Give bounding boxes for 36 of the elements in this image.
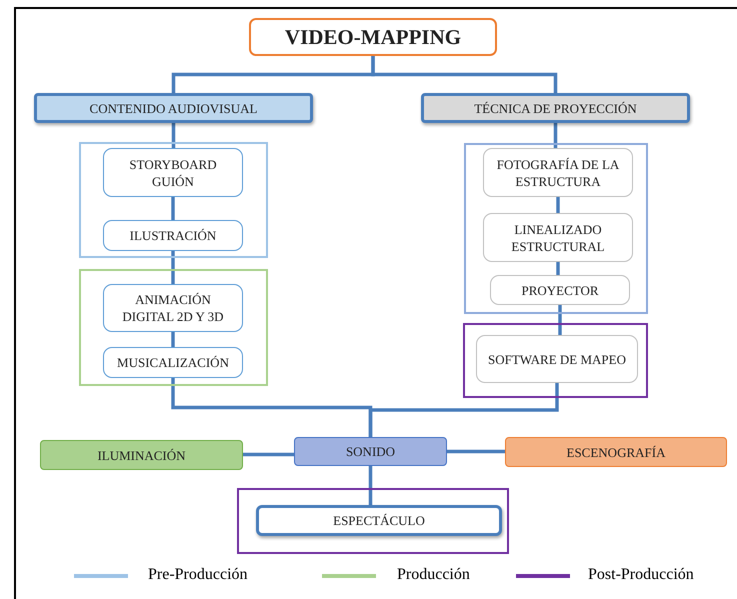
phase-frame <box>463 323 648 398</box>
connector-line <box>171 332 175 347</box>
connector-line <box>556 197 560 213</box>
legend-label: Pre-Producción <box>148 566 248 584</box>
process-box: PROYECTOR <box>490 275 630 305</box>
process-box: SOFTWARE DE MAPEO <box>476 335 638 383</box>
connector-line <box>368 466 372 505</box>
process-box: ANIMACIÓN DIGITAL 2D Y 3D <box>103 284 243 332</box>
legend-label: Producción <box>397 566 470 584</box>
connector-line <box>243 452 294 456</box>
process-box: MUSICALIZACIÓN <box>103 347 243 378</box>
category-box: CONTENIDO AUDIOVISUAL <box>34 93 313 123</box>
connector-line <box>368 383 559 437</box>
element-box: SONIDO <box>294 437 447 466</box>
element-box: ILUMINACIÓN <box>40 440 243 470</box>
phase-frame <box>237 488 509 554</box>
connector-line <box>447 450 505 454</box>
process-box: FOTOGRAFÍA DE LA ESTRUCTURA <box>483 148 633 197</box>
phase-frame <box>79 142 268 258</box>
connector-line <box>558 305 562 335</box>
connector-line <box>371 56 558 93</box>
connector-line <box>171 197 175 220</box>
category-box: TÉCNICA DE PROYECCIÓN <box>421 93 690 123</box>
element-box: ESCENOGRAFÍA <box>505 437 727 467</box>
phase-frame <box>79 269 268 386</box>
title-box: VIDEO-MAPPING <box>249 18 497 56</box>
connector-line <box>172 123 176 148</box>
connector-line <box>171 251 175 284</box>
process-box: ILUSTRACIÓN <box>103 220 243 251</box>
process-box: STORYBOARD GUIÓN <box>103 148 243 197</box>
process-box: LINEALIZADO ESTRUCTURAL <box>483 213 633 262</box>
phase-frame <box>464 143 648 314</box>
result-box: ESPECTÁCULO <box>256 505 502 536</box>
connector-line <box>556 262 560 275</box>
legend-label: Post-Producción <box>588 566 694 584</box>
connector-line <box>554 123 558 148</box>
